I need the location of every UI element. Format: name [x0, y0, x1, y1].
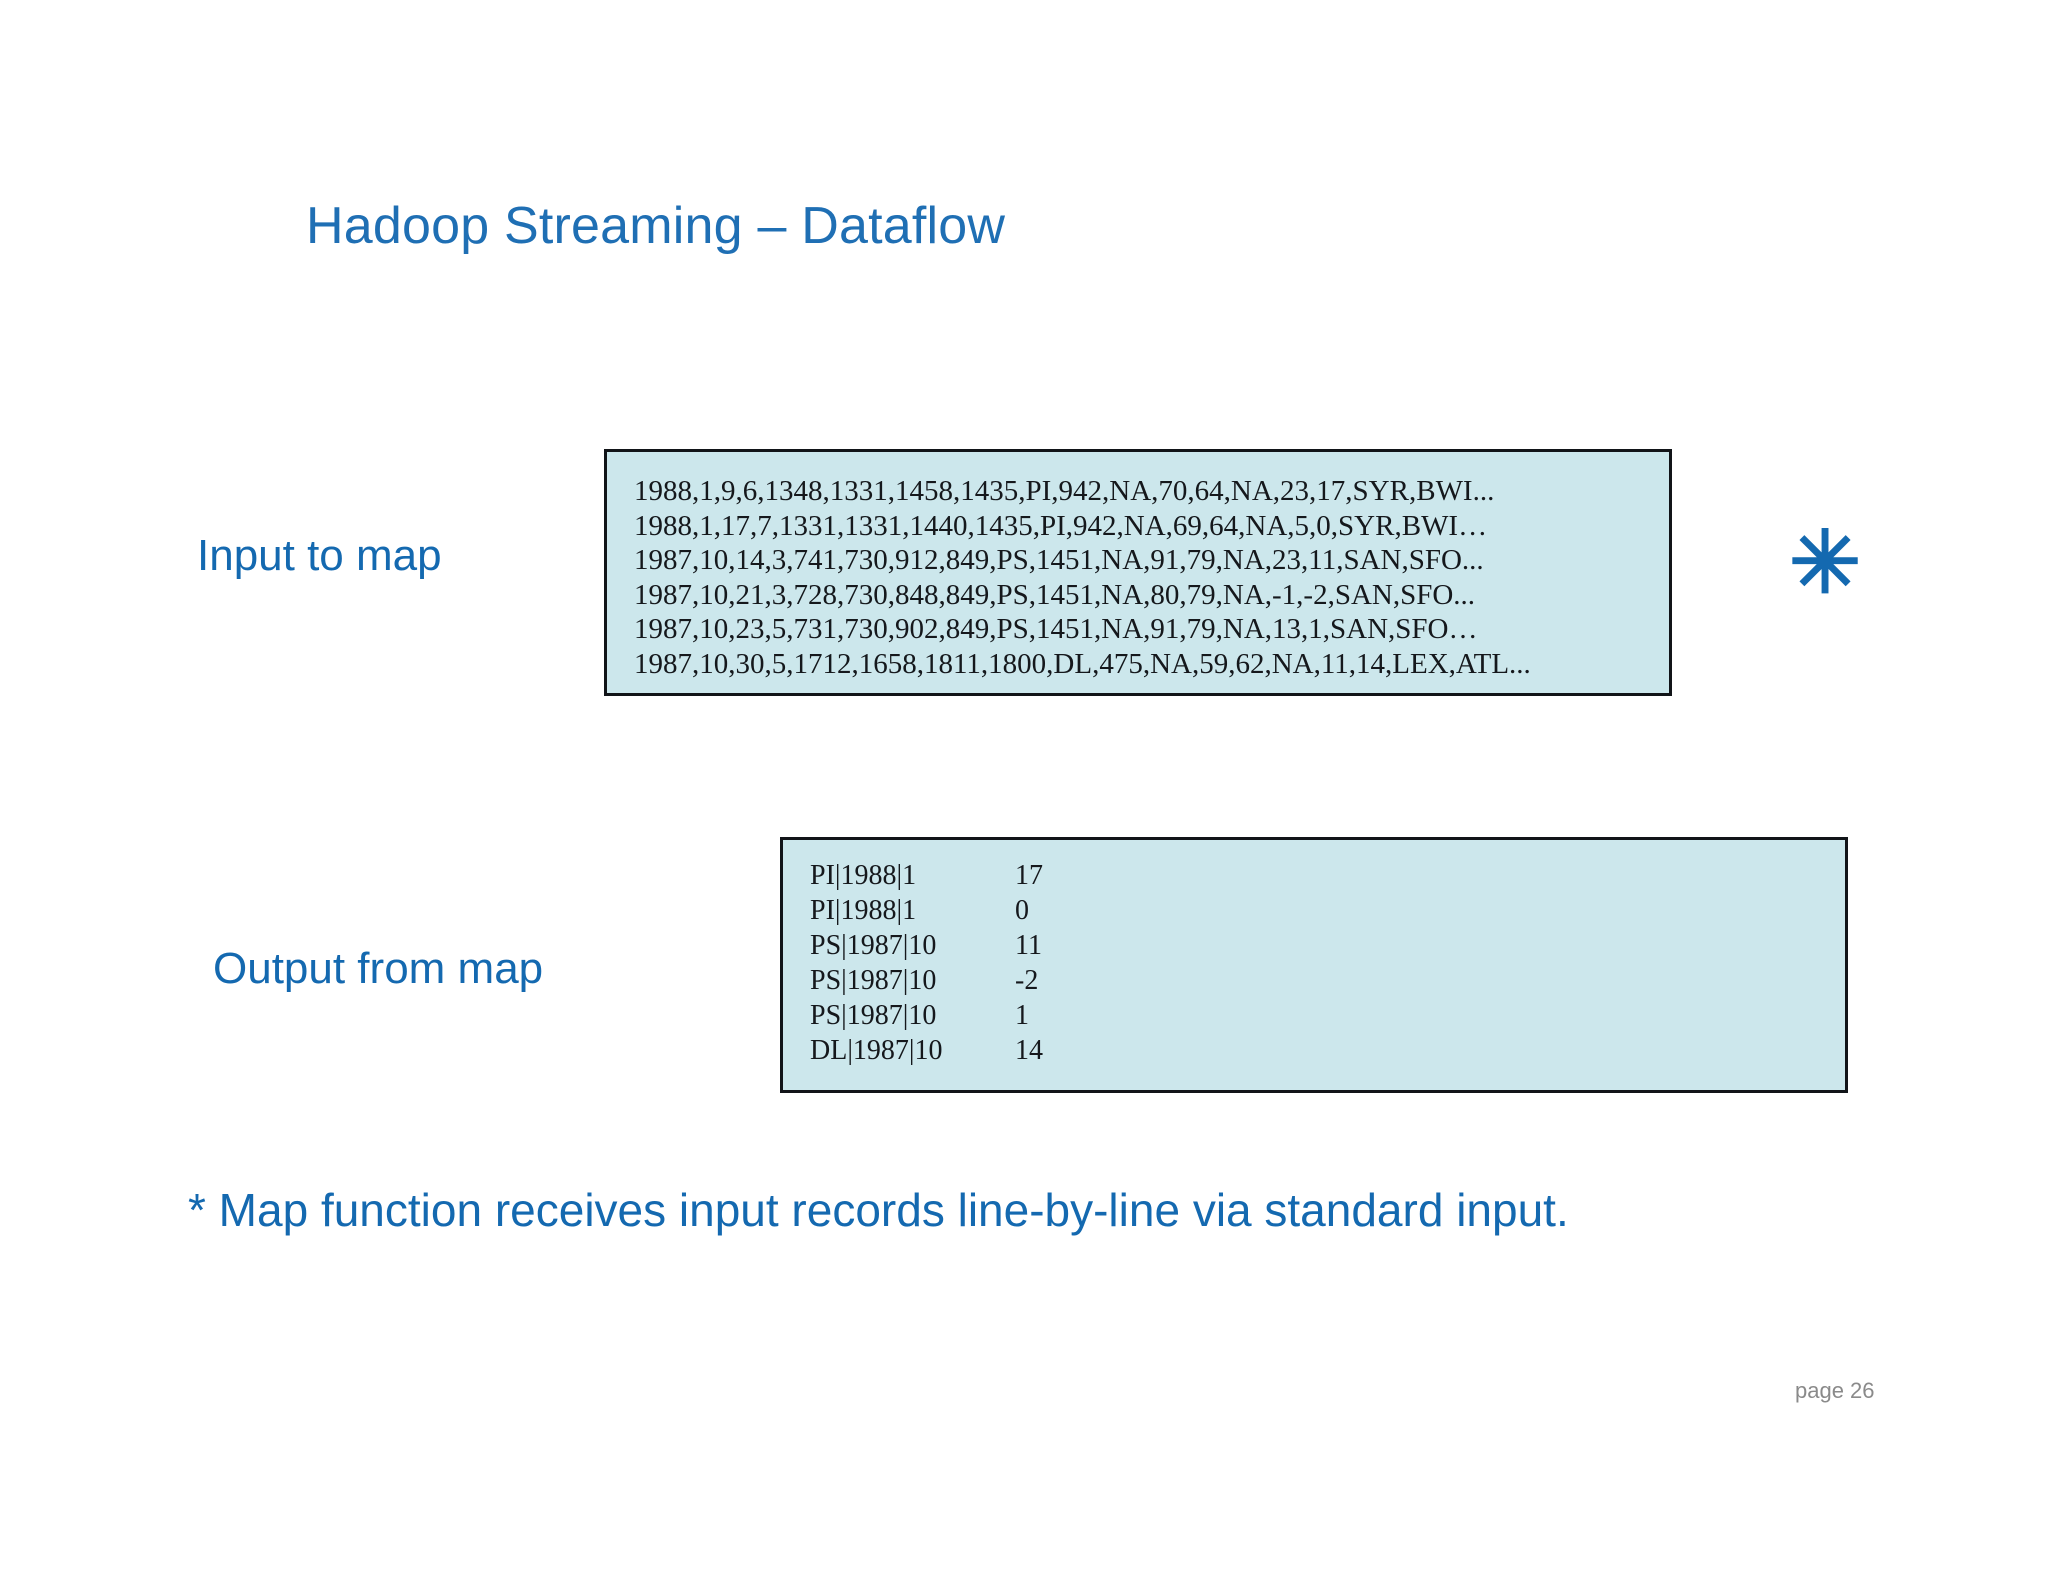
asterisk-icon: ✳: [1789, 515, 1862, 611]
output-record-key: PI|1988|1: [810, 895, 917, 926]
output-from-map-label: Output from map: [213, 944, 544, 993]
input-record-line: 1987,10,23,5,731,730,902,849,PS,1451,NA,…: [634, 613, 1478, 645]
output-record-row: PI|1988|1 0: [810, 893, 1845, 928]
output-record-value: 17: [1015, 860, 1043, 891]
output-record-row: PS|1987|10 1: [810, 998, 1845, 1033]
output-record-row: PS|1987|10 -2: [810, 963, 1845, 998]
output-record-row: PS|1987|10 11: [810, 928, 1845, 963]
output-record-key: PS|1987|10: [810, 930, 937, 961]
output-record-value: -2: [1015, 965, 1039, 996]
output-record-key: PS|1987|10: [810, 965, 937, 996]
input-to-map-label: Input to map: [197, 531, 442, 580]
output-record-key: PI|1988|1: [810, 860, 917, 891]
output-record-value: 11: [1015, 930, 1042, 961]
input-record-line: 1988,1,17,7,1331,1331,1440,1435,PI,942,N…: [634, 509, 1488, 542]
page-number: page 26: [1795, 1378, 1875, 1403]
input-record-line: 1987,10,30,5,1712,1658,1811,1800,DL,475,…: [634, 647, 1531, 680]
input-record-line: 1988,1,9,6,1348,1331,1458,1435,PI,942,NA…: [634, 475, 1495, 507]
output-record-key: PS|1987|10: [810, 1000, 937, 1031]
page-title: Hadoop Streaming – Dataflow: [306, 197, 1006, 255]
output-record-value: 14: [1015, 1035, 1043, 1066]
footnote-text: * Map function receives input records li…: [188, 1184, 1569, 1236]
output-record-key: DL|1987|10: [810, 1035, 943, 1066]
input-record-line: 1987,10,14,3,741,730,912,849,PS,1451,NA,…: [634, 544, 1484, 576]
output-record-value: 1: [1015, 1000, 1029, 1031]
output-record-row: DL|1987|10 14: [810, 1033, 1845, 1068]
output-from-map-box: PI|1988|1 17 PI|1988|1 0 PS|1987|10 11 P…: [780, 837, 1848, 1093]
input-to-map-box: 1988,1,9,6,1348,1331,1458,1435,PI,942,NA…: [604, 449, 1672, 696]
output-record-row: PI|1988|1 17: [810, 858, 1845, 893]
output-record-value: 0: [1015, 895, 1029, 926]
input-record-line: 1987,10,21,3,728,730,848,849,PS,1451,NA,…: [634, 578, 1476, 611]
